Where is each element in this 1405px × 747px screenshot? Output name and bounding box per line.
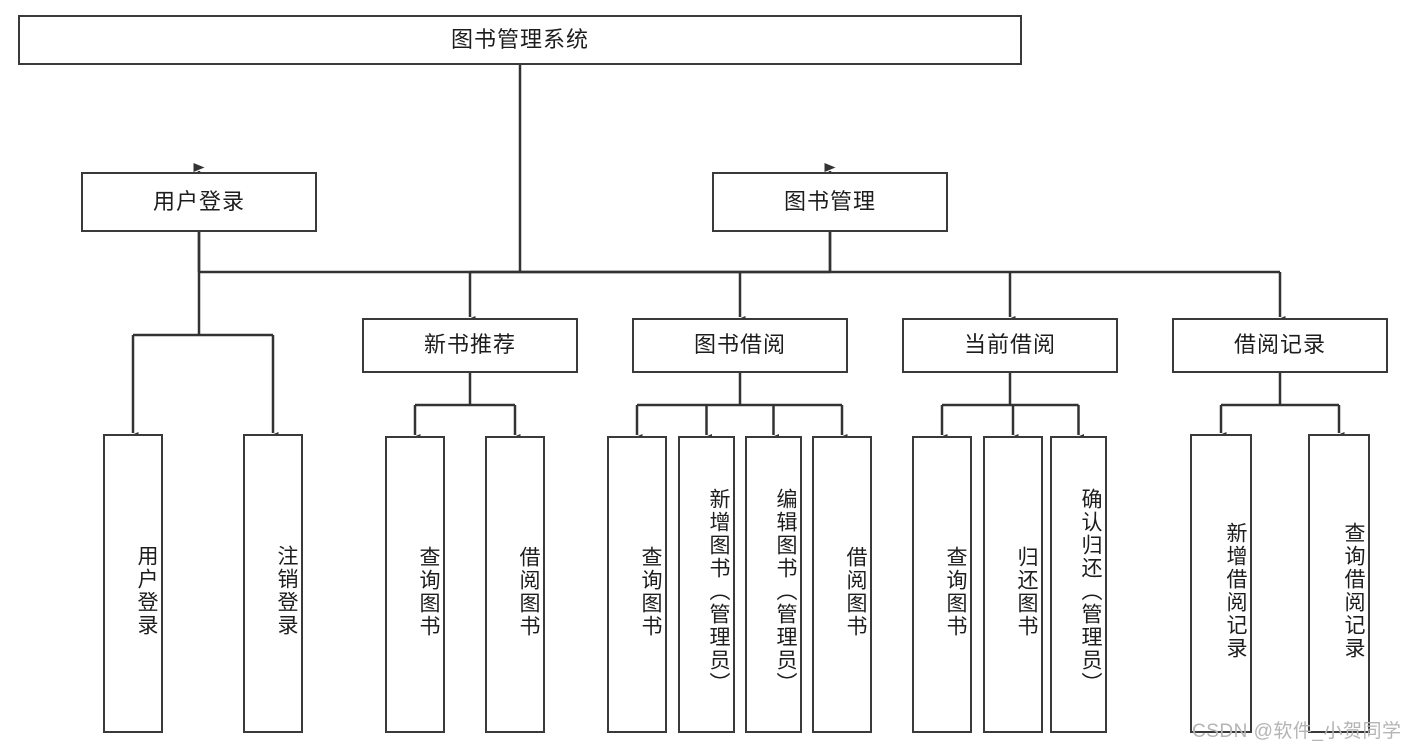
node-leaf-cur-1[interactable]: 查询图书 — [912, 436, 972, 733]
node-leaf-bor-4[interactable]: 借阅图书 — [812, 436, 872, 733]
node-label: 新书推荐 — [423, 332, 516, 358]
csdn-watermark: CSDN @软件_小贺同学 — [1192, 721, 1402, 742]
node-leaf-bor-2[interactable]: 新增图书（管理员） — [678, 436, 735, 733]
node-label: 编辑图书（管理员） — [774, 488, 797, 695]
node-root[interactable]: 图书管理系统 — [18, 15, 1022, 65]
node-leaf-cur-3[interactable]: 确认归还（管理员） — [1050, 436, 1107, 733]
node-label: 新增借阅记录 — [1224, 521, 1247, 660]
node-leaf-new-2[interactable]: 借阅图书 — [485, 436, 545, 733]
node-label: 借阅记录 — [1233, 332, 1326, 358]
node-label: 图书借阅 — [693, 332, 786, 358]
node-leaf-bor-3[interactable]: 编辑图书（管理员） — [745, 436, 802, 733]
node-newbook[interactable]: 新书推荐 — [362, 318, 578, 373]
node-label: 当前借阅 — [963, 332, 1056, 358]
node-label: 图书管理 — [783, 188, 876, 214]
node-label: 借阅图书 — [844, 545, 867, 638]
node-leaf-rec-1[interactable]: 新增借阅记录 — [1190, 434, 1252, 733]
node-login[interactable]: 用户登录 — [81, 172, 317, 232]
node-leaf-new-1[interactable]: 查询图书 — [385, 436, 445, 733]
node-borrow[interactable]: 图书借阅 — [632, 318, 848, 373]
node-label: 注销登录 — [275, 544, 298, 637]
node-label: 归还图书 — [1015, 545, 1038, 638]
node-leaf-cur-2[interactable]: 归还图书 — [983, 436, 1043, 733]
node-current[interactable]: 当前借阅 — [902, 318, 1118, 373]
node-leaf-login-1[interactable]: 用户登录 — [103, 434, 163, 733]
node-label: 新增图书（管理员） — [707, 488, 730, 695]
node-label: 查询图书 — [944, 545, 967, 638]
node-leaf-bor-1[interactable]: 查询图书 — [607, 436, 667, 733]
node-label: 查询图书 — [417, 545, 440, 638]
node-label: 用户登录 — [152, 188, 245, 214]
node-label: 图书管理系统 — [450, 26, 589, 52]
node-label: 查询图书 — [639, 545, 662, 638]
node-label: 用户登录 — [135, 544, 158, 637]
node-label: 查询借阅记录 — [1342, 521, 1365, 660]
node-label: 借阅图书 — [517, 545, 540, 638]
node-bookmgmt[interactable]: 图书管理 — [712, 172, 948, 232]
node-label: 确认归还（管理员） — [1079, 488, 1102, 695]
node-leaf-login-2[interactable]: 注销登录 — [243, 434, 303, 733]
node-records[interactable]: 借阅记录 — [1172, 318, 1388, 373]
node-leaf-rec-2[interactable]: 查询借阅记录 — [1308, 434, 1370, 733]
